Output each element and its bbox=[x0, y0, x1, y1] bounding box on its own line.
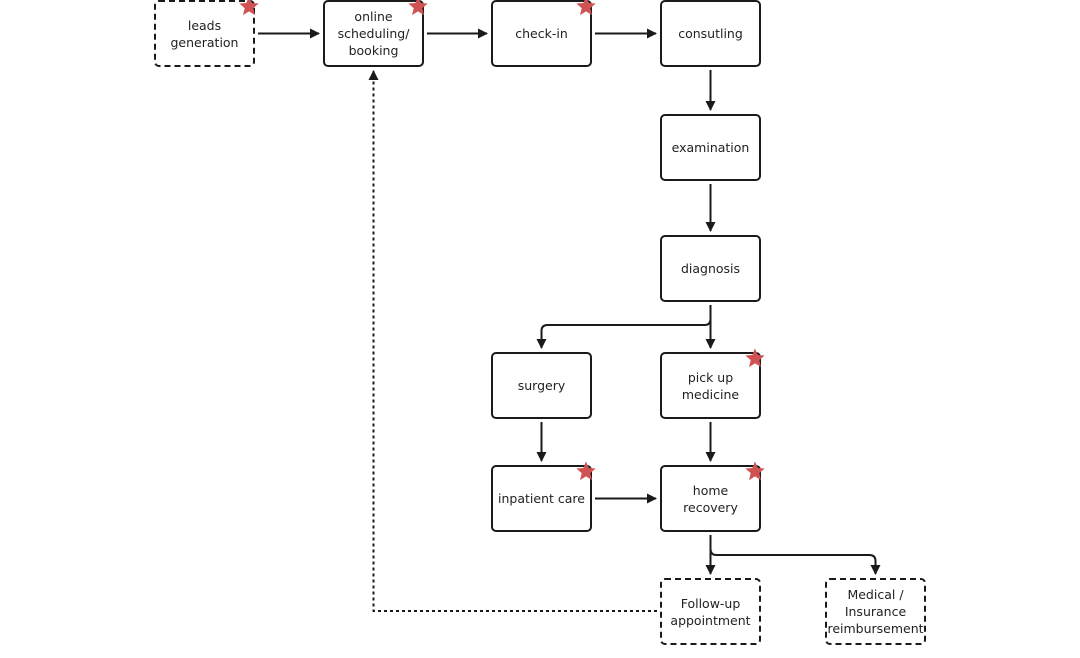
node-reimbursement: Medical / Insurance reimbursement bbox=[825, 578, 926, 645]
edge-follow-up-to-online-booking bbox=[368, 70, 657, 612]
node-inpatient-care: inpatient care bbox=[491, 461, 596, 532]
node-label: inpatient care bbox=[498, 491, 585, 506]
node-surgery: surgery bbox=[491, 352, 592, 419]
node-examination: examination bbox=[660, 114, 761, 181]
node-label: surgery bbox=[517, 378, 566, 393]
edge-diagnosis-to-surgery bbox=[536, 305, 712, 349]
node-consulting: consutling bbox=[660, 0, 761, 67]
node-label: leads generation bbox=[170, 17, 239, 50]
star-icon bbox=[239, 0, 259, 16]
node-pick-up-medicine: pick up medicine bbox=[660, 348, 765, 419]
node-leads-generation: leads generation bbox=[154, 0, 259, 67]
node-label: Medical / Insurance reimbursement bbox=[827, 587, 924, 636]
node-label: online scheduling/ booking bbox=[337, 9, 410, 58]
star-icon bbox=[745, 461, 765, 481]
node-check-in: check-in bbox=[491, 0, 596, 67]
node-label: Follow-up appointment bbox=[670, 595, 751, 628]
star-icon bbox=[576, 0, 596, 16]
star-icon bbox=[576, 461, 596, 481]
node-label: diagnosis bbox=[680, 261, 741, 276]
star-icon bbox=[745, 348, 765, 368]
node-follow-up: Follow-up appointment bbox=[660, 578, 761, 645]
edge-home-recovery-to-reimbursement bbox=[709, 535, 881, 575]
node-label: examination bbox=[671, 140, 750, 155]
node-home-recovery: home recovery bbox=[660, 461, 765, 532]
node-label: pick up medicine bbox=[681, 369, 740, 402]
node-label: home recovery bbox=[683, 482, 738, 515]
node-online-booking: online scheduling/ booking bbox=[323, 0, 428, 67]
node-diagnosis: diagnosis bbox=[660, 235, 761, 302]
node-label: check-in bbox=[515, 26, 568, 41]
star-icon bbox=[408, 0, 428, 16]
node-label: consutling bbox=[678, 26, 743, 41]
